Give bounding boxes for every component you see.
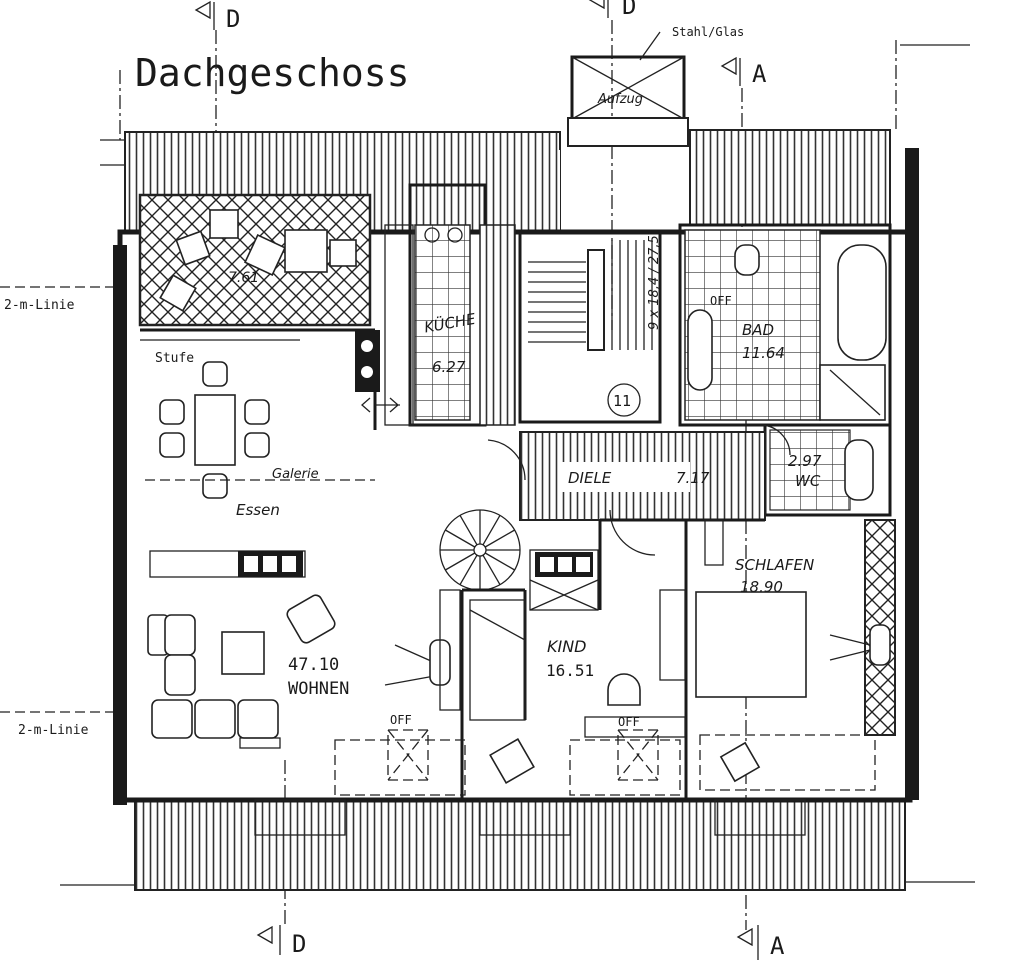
room-name-dining: Essen bbox=[236, 501, 280, 519]
west-wall-solid bbox=[113, 245, 127, 805]
svg-text:D: D bbox=[622, 0, 636, 20]
room-dining: Stufe Galerie Essen bbox=[140, 339, 375, 578]
room-area-wc: 2.97 bbox=[788, 452, 822, 470]
room-bedroom: SCHLAFEN 18.90 bbox=[659, 519, 896, 791]
room-kid: KIND 16.51 OFF bbox=[469, 549, 686, 796]
kid-off-label: OFF bbox=[618, 715, 640, 729]
spiral-step bbox=[482, 554, 501, 585]
room-name-living: WOHNEN bbox=[288, 679, 349, 699]
room-wc: 2.97 WC bbox=[763, 423, 892, 517]
roof-hatch-top-right bbox=[689, 129, 891, 226]
spiral-step bbox=[445, 552, 476, 571]
room-name-kid: KIND bbox=[547, 637, 587, 656]
svg-text:D: D bbox=[226, 5, 240, 33]
section-marker-top-right: A bbox=[720, 56, 767, 88]
section-marker-bottom-left: D bbox=[256, 925, 306, 958]
spiral-stair bbox=[439, 509, 521, 591]
door-swings bbox=[361, 397, 791, 556]
staircase: 11 9 x 18,4 / 27,5 bbox=[518, 230, 662, 424]
section-marker-bottom-right: A bbox=[736, 925, 785, 960]
section-marker-top-left: D bbox=[194, 0, 240, 33]
elevator-material-note: Stahl/Glas bbox=[672, 25, 744, 39]
reference-line-lower-label: 2-m-Linie bbox=[18, 723, 89, 738]
plan-title: Dachgeschoss bbox=[135, 51, 410, 95]
room-area-living: 47.10 bbox=[288, 655, 339, 675]
bath-off-label: OFF bbox=[710, 294, 732, 308]
room-living: 47.10 WOHNEN OFF bbox=[147, 589, 466, 796]
living-off-label: OFF bbox=[390, 713, 412, 727]
room-bathroom: OFF BAD 11.64 bbox=[678, 223, 892, 427]
reference-line-upper-label: 2-m-Linie bbox=[4, 298, 75, 313]
room-area-bath: 11.64 bbox=[742, 344, 785, 362]
room-name-bath: BAD bbox=[742, 321, 774, 339]
roof-terrace: 7.61 bbox=[138, 193, 372, 327]
room-area-terrace: 7.61 bbox=[228, 270, 259, 286]
spiral-step bbox=[482, 515, 501, 546]
room-name-bedroom: SCHLAFEN bbox=[735, 556, 814, 574]
room-name-wc: WC bbox=[795, 472, 821, 490]
room-kitchen: KÜCHE 6.27 bbox=[355, 183, 516, 427]
spiral-step bbox=[459, 515, 478, 546]
gallery-label: Galerie bbox=[272, 467, 319, 482]
spiral-step bbox=[459, 554, 478, 585]
svg-text:D: D bbox=[292, 930, 306, 958]
elevator: Aufzug bbox=[567, 55, 689, 147]
room-area-kitchen: 6.27 bbox=[432, 358, 466, 376]
room-hall: DIELE 7.17 bbox=[519, 431, 766, 521]
spiral-step bbox=[484, 529, 515, 548]
east-wall-solid bbox=[905, 148, 919, 800]
spiral-step bbox=[484, 552, 515, 571]
roof-hatch-bottom bbox=[134, 799, 906, 891]
svg-text:A: A bbox=[752, 60, 767, 88]
room-name-hall: DIELE bbox=[568, 469, 612, 487]
svg-text:A: A bbox=[770, 932, 785, 960]
room-area-kid: 16.51 bbox=[546, 661, 594, 680]
elevator-label: Aufzug bbox=[597, 92, 643, 107]
spiral-step bbox=[445, 529, 476, 548]
section-marker-top-center: D bbox=[588, 0, 636, 20]
stair-measure: 9 x 18,4 / 27,5 bbox=[647, 235, 662, 330]
room-area-hall: 7.17 bbox=[676, 469, 710, 487]
window-openings bbox=[254, 799, 806, 836]
step-label: Stufe bbox=[155, 351, 194, 366]
stair-number: 11 bbox=[613, 392, 631, 410]
